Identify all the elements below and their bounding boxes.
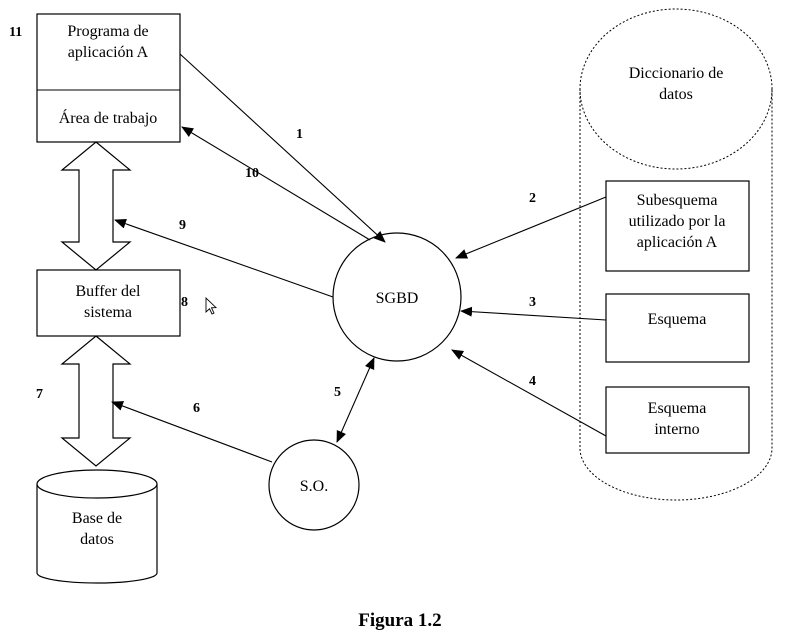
arrow-6-os-to-buffer xyxy=(111,401,273,463)
arrow-10-sgbd-to-workarea xyxy=(181,126,371,241)
schema-box: Esquema xyxy=(605,293,750,363)
workarea-buffer-double-arrow xyxy=(60,141,132,271)
os-node: S.O. xyxy=(268,439,360,531)
arrow-2-subschema-to-sgbd xyxy=(455,196,607,259)
subschema-box: Subesquema utilizado por la aplicación A xyxy=(605,180,750,272)
step-number-5: 5 xyxy=(334,385,341,400)
database-label-line1: Base de xyxy=(72,510,122,527)
data-dictionary-cylinder: Diccionario de datos xyxy=(579,8,773,501)
arrow-3-schema-to-sgbd xyxy=(460,306,607,321)
arrow-9-sgbd-to-buffer xyxy=(114,218,334,298)
schema-label: Esquema xyxy=(648,311,707,328)
step-number-7: 7 xyxy=(36,387,43,402)
internal-schema-label-line2: interno xyxy=(654,421,699,438)
program-label-line1: Programa de xyxy=(67,23,148,40)
figure-caption: Figura 1.2 xyxy=(358,610,441,631)
step-number-4: 4 xyxy=(529,374,536,389)
step-number-8: 8 xyxy=(181,295,188,310)
database-label-line2: datos xyxy=(80,531,114,548)
step-number-9: 9 xyxy=(179,218,186,233)
os-label: S.O. xyxy=(300,478,328,495)
step-number-10: 10 xyxy=(245,166,259,181)
step-number-2: 2 xyxy=(529,191,536,206)
sgbd-label: SGBD xyxy=(376,290,419,307)
buffer-label-line2: sistema xyxy=(84,304,132,321)
buffer-label-line1: Buffer del xyxy=(75,283,141,300)
sgbd-node: SGBD xyxy=(332,232,462,362)
step-number-1: 1 xyxy=(296,127,303,142)
subschema-label-line3: aplicación A xyxy=(637,234,718,251)
buffer-database-double-arrow xyxy=(60,335,132,467)
internal-schema-box: Esquema interno xyxy=(605,386,750,454)
mouse-cursor-icon xyxy=(205,296,218,315)
arrow-5-sgbd-os-bidirectional xyxy=(336,357,375,443)
dictionary-label-line1: Diccionario de xyxy=(629,65,724,82)
step-number-11: 11 xyxy=(9,25,22,40)
step-number-6: 6 xyxy=(193,401,200,416)
arrow-4-internal-schema-to-sgbd xyxy=(451,349,607,437)
step-number-3: 3 xyxy=(529,295,536,310)
program-label-line2: aplicación A xyxy=(68,44,149,61)
subschema-label-line2: utilizado por la xyxy=(629,213,726,230)
dictionary-label-line2: datos xyxy=(659,86,693,103)
database-cylinder: Base de datos xyxy=(36,469,158,584)
application-program-box: Programa de aplicación A Área de trabajo xyxy=(36,13,181,143)
subschema-label-line1: Subesquema xyxy=(637,192,718,209)
arrow-1-program-to-sgbd xyxy=(179,53,386,243)
system-buffer-box: Buffer del sistema xyxy=(36,269,181,337)
work-area-label: Área de trabajo xyxy=(59,108,158,127)
internal-schema-label-line1: Esquema xyxy=(648,400,707,417)
